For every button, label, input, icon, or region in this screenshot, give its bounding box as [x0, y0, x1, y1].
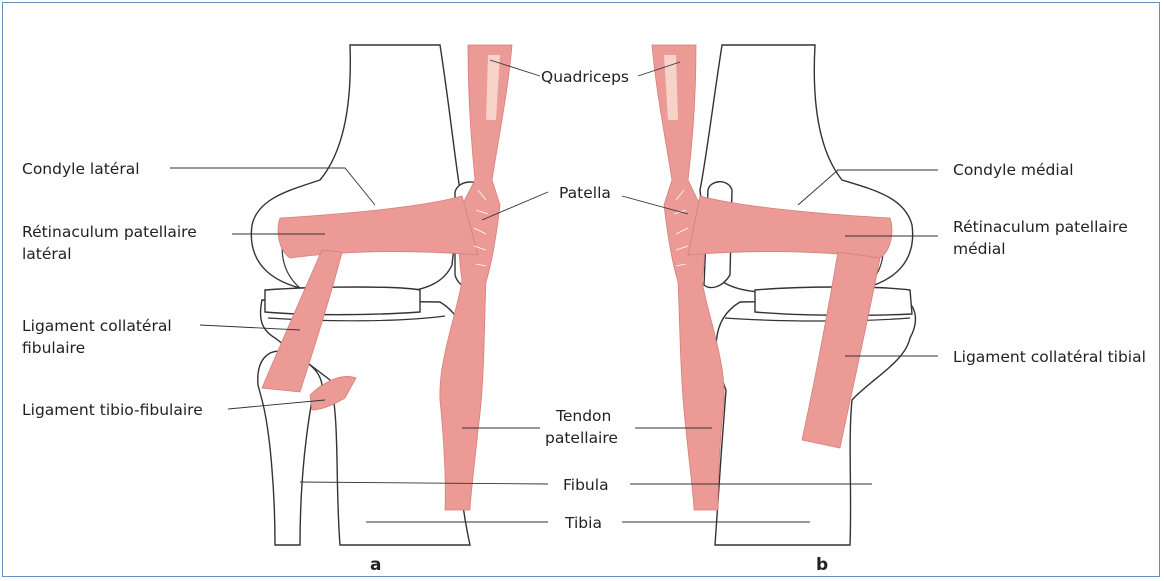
label-tendon-line1: Tendon — [555, 407, 611, 425]
panel-b-knee — [652, 45, 915, 545]
label-condyle-lateral: Condyle latéral — [22, 160, 140, 178]
label-retinaculum-medial-line1: Rétinaculum patellaire — [953, 218, 1128, 236]
label-fibula: Fibula — [563, 476, 609, 494]
label-quadriceps: Quadriceps — [541, 68, 629, 86]
meniscus-a — [265, 287, 420, 315]
label-retinaculum-medial-line2: médial — [953, 240, 1006, 258]
quadriceps-tendon-a — [440, 45, 512, 510]
label-tibiofibular: Ligament tibio-fibulaire — [22, 401, 203, 419]
label-retinaculum-lateral-line1: Rétinaculum patellaire — [22, 223, 197, 241]
label-collateral-fibular-line1: Ligament collatéral — [22, 317, 172, 335]
label-collateral-tibial: Ligament collatéral tibial — [953, 348, 1146, 366]
label-condyle-medial: Condyle médial — [953, 161, 1074, 179]
panel-a-knee — [251, 45, 512, 545]
label-collateral-fibular-line2: fibulaire — [22, 339, 85, 357]
panel-label-a: a — [370, 555, 381, 575]
label-patella: Patella — [559, 184, 611, 202]
panel-label-b: b — [816, 555, 828, 575]
label-tendon-line2: patellaire — [545, 429, 618, 447]
label-retinaculum-lateral-line2: latéral — [22, 245, 72, 263]
label-tibia: Tibia — [564, 514, 602, 532]
